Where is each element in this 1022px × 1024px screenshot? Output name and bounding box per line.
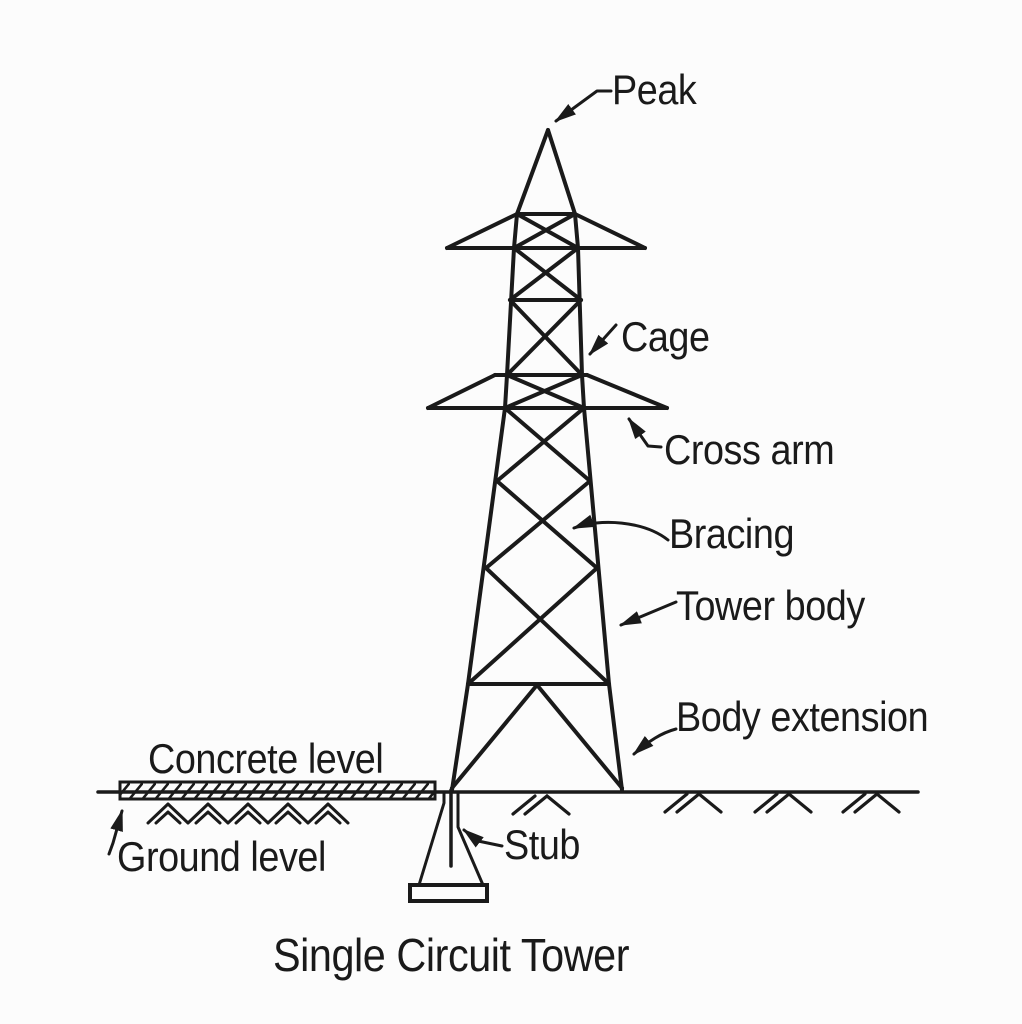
soil-hatch-left — [146, 802, 350, 825]
leader-arrows — [107, 89, 678, 856]
diagram-title: Single Circuit Tower — [273, 929, 630, 981]
tower-body-arrow — [619, 600, 678, 627]
label-cage: Cage — [621, 313, 710, 360]
concrete-slab — [118, 780, 437, 801]
upper-cross-arm — [445, 212, 647, 250]
soil-hatch-right — [511, 792, 901, 816]
label-bracing: Bracing — [669, 510, 795, 557]
stub-foundation — [408, 788, 489, 903]
ground-level-arrow — [107, 809, 124, 856]
label-body-extension: Body extension — [676, 693, 929, 740]
peak-arrow — [554, 89, 613, 123]
cross-arm-arrow — [627, 417, 663, 449]
body-extension-bracing — [450, 683, 624, 790]
lower-cross-arm — [426, 373, 669, 410]
tower-body-bracing — [466, 406, 611, 686]
label-cross-arm: Cross arm — [664, 426, 835, 473]
label-tower-body: Tower body — [676, 582, 865, 629]
label-ground-level: Ground level — [117, 833, 326, 880]
cage-arrow — [588, 323, 618, 356]
bracing-arrow — [572, 514, 670, 542]
body-extension-arrow — [632, 727, 678, 756]
label-stub: Stub — [504, 821, 580, 868]
label-peak: Peak — [612, 66, 697, 113]
tower-legs — [450, 128, 624, 792]
label-concrete-level: Concrete level — [148, 735, 384, 782]
cage-bracing — [505, 246, 584, 377]
stub-arrow — [462, 828, 504, 848]
foundation-pad — [408, 883, 489, 903]
